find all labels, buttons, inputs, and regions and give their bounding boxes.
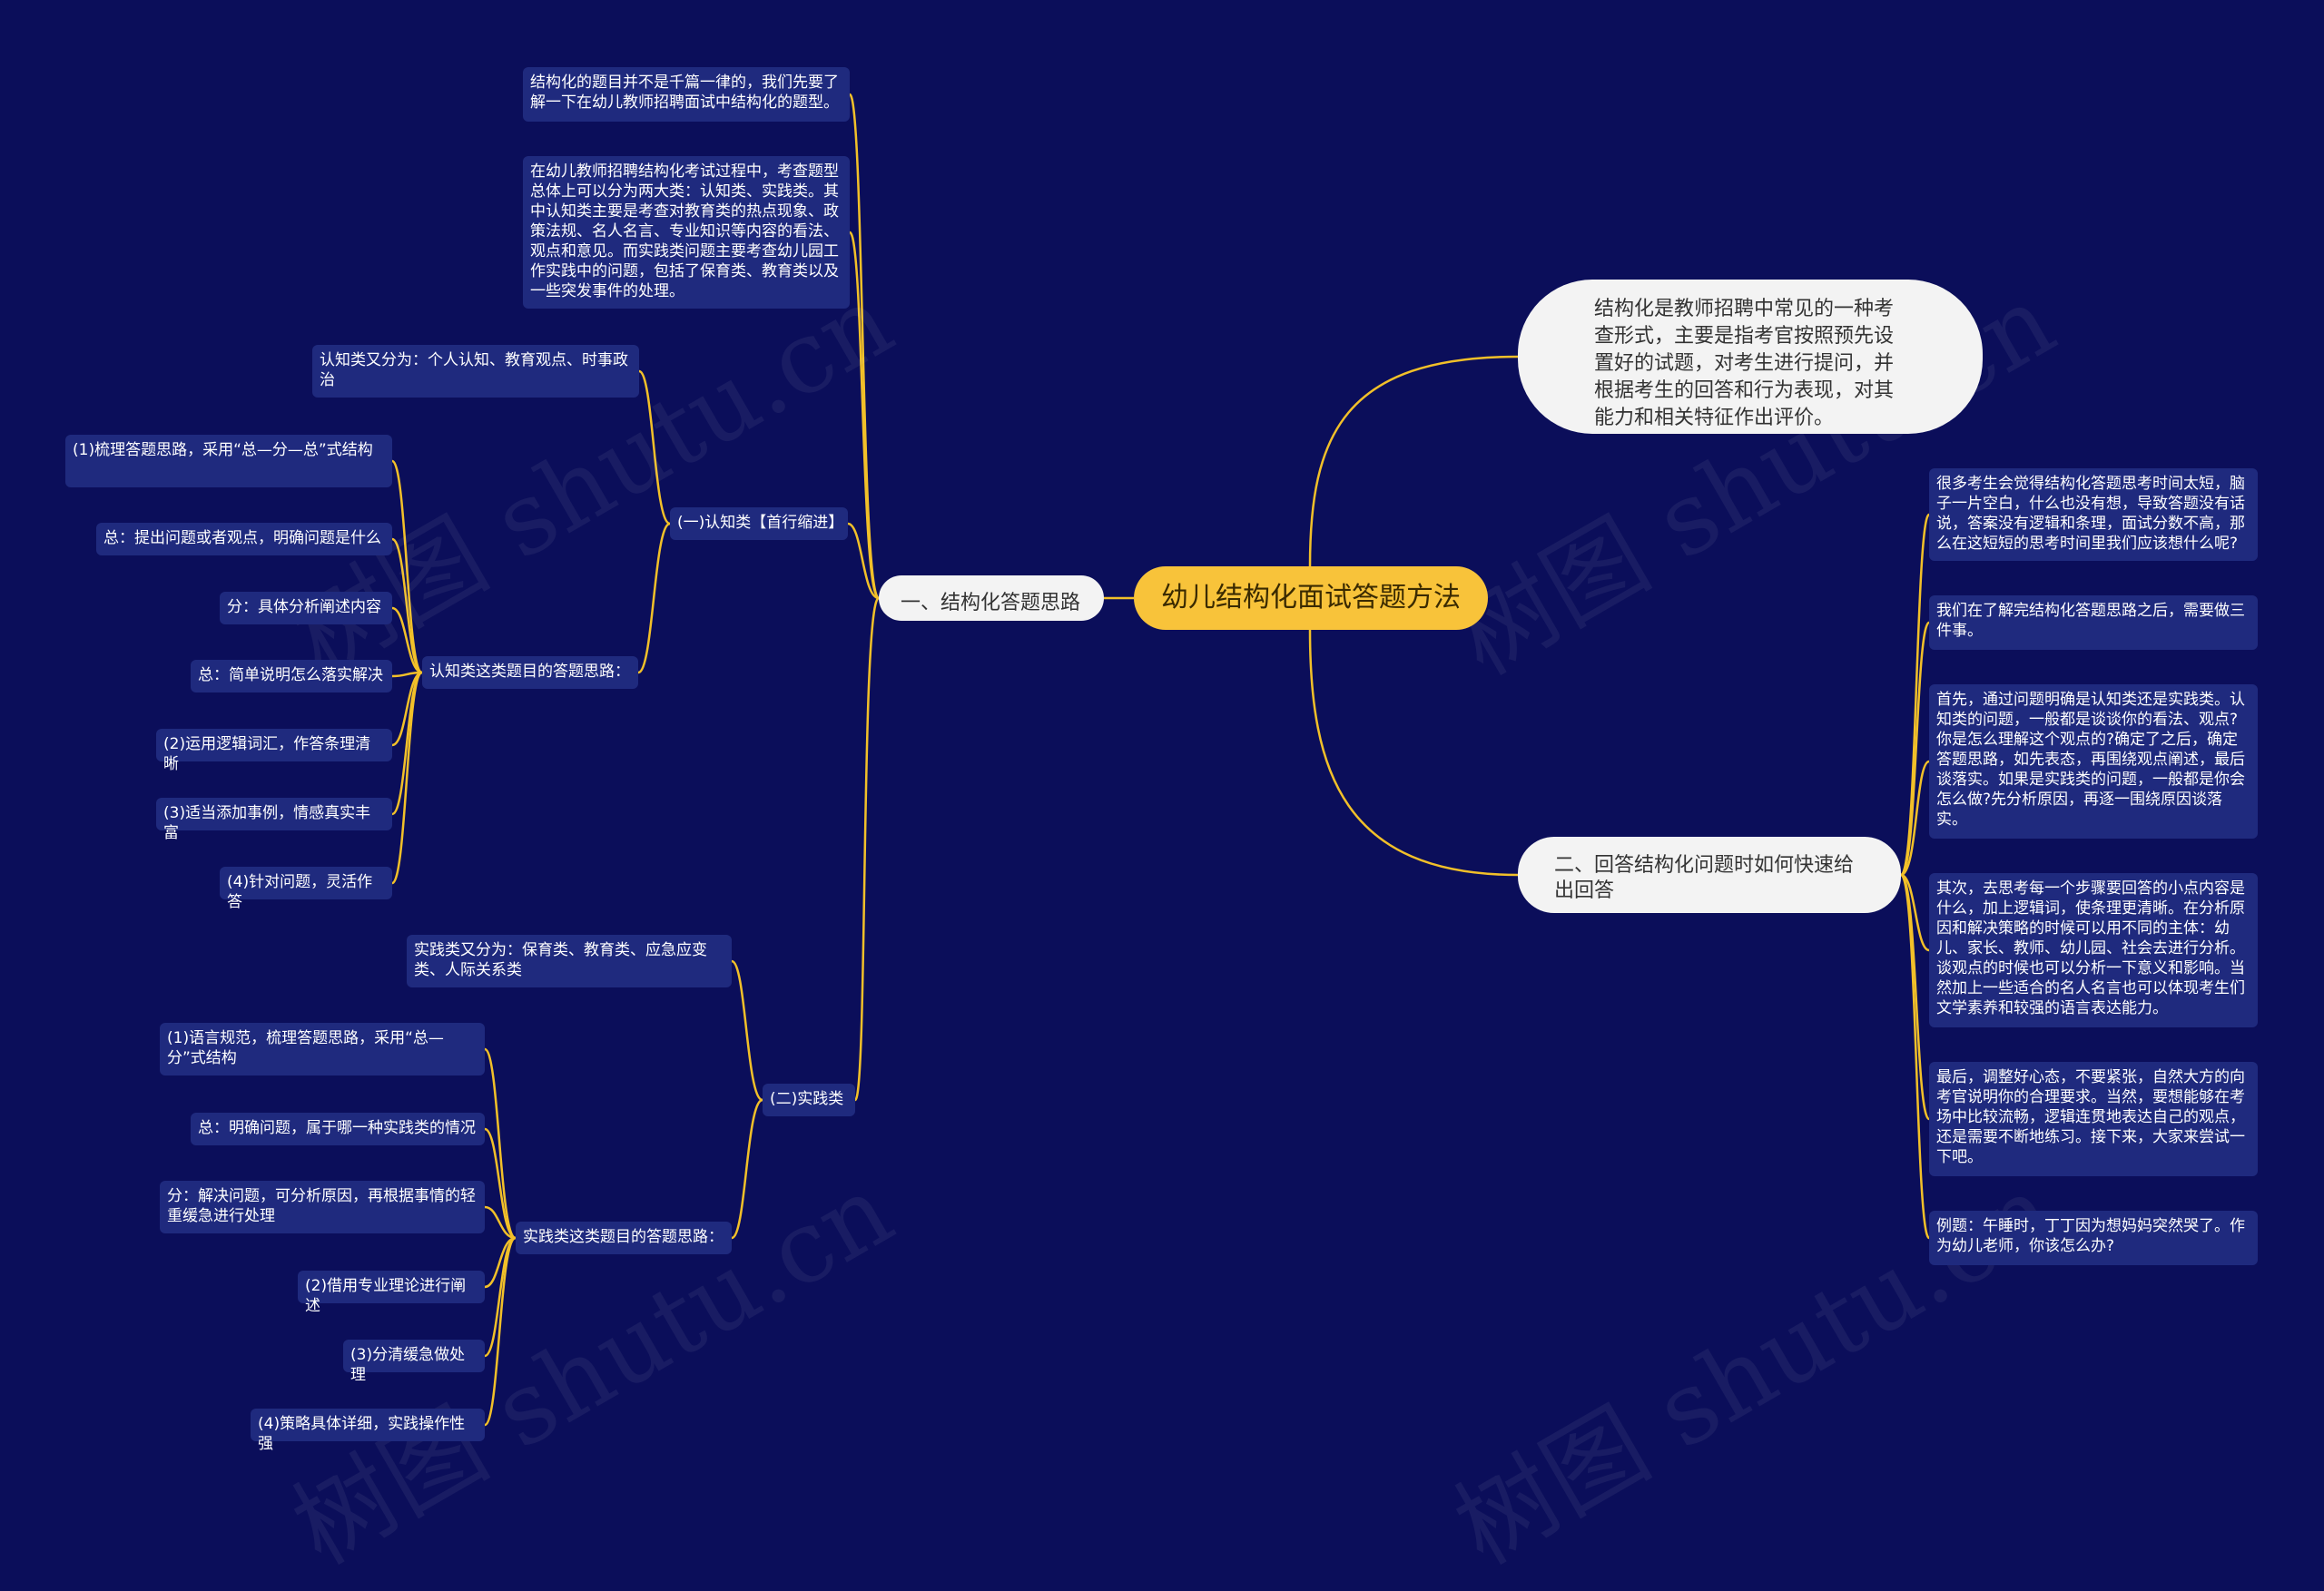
connector-line	[483, 1236, 517, 1427]
practice-step[interactable]: (4)策略具体详细，实践操作性强	[251, 1409, 485, 1453]
cognition-step[interactable]: 分：具体分析阐述内容	[220, 592, 392, 624]
right-item-5[interactable]: 最后，调整好心态，不要紧张，自然大方的向考官说明你的合理要求。当然，要想能够在考…	[1929, 1062, 2258, 1176]
connector-line	[484, 1236, 517, 1358]
connector-line	[484, 1205, 517, 1240]
practice-step[interactable]: (2)借用专业理论进行阐述	[298, 1271, 485, 1315]
cognition-step[interactable]: (1)梳理答题思路，采用“总—分—总”式结构	[65, 435, 392, 487]
connector-line	[847, 522, 880, 600]
cognition-step[interactable]: (4)针对问题，灵活作答	[220, 867, 392, 911]
right-item-3[interactable]: 首先，通过问题明确是认知类还是实践类。认知类的问题，一般都是谈谈你的看法、观点?…	[1929, 684, 2258, 839]
root-topic[interactable]: 幼儿结构化面试答题方法	[1134, 566, 1488, 630]
connector-line	[484, 1236, 517, 1289]
cognition-approach[interactable]: 认知类这类题目的答题思路：	[422, 656, 638, 689]
topic-description[interactable]: 结构化是教师招聘中常见的一种考查形式，主要是指考官按照预先设置好的试题，对考生进…	[1518, 280, 1983, 434]
connector-line	[390, 459, 424, 674]
practice-step[interactable]: (1)语言规范，梳理答题思路，采用“总—分”式结构	[160, 1023, 485, 1075]
practice-step[interactable]: 分：解决问题，可分析原因，再根据事情的轻重缓急进行处理	[160, 1181, 485, 1233]
left-intro-1[interactable]: 结构化的题目并不是千篇一律的，我们先要了解一下在幼儿教师招聘面试中结构化的题型。	[523, 67, 850, 122]
connector-line	[731, 959, 763, 1102]
connector-line	[1899, 621, 1931, 877]
branch-quick-answer[interactable]: 二、回答结构化问题时如何快速给出回答	[1518, 837, 1901, 913]
connector-line	[638, 369, 671, 525]
connector-line	[391, 537, 423, 674]
cognition-step[interactable]: (2)运用逻辑词汇，作答条理清晰	[156, 729, 392, 773]
cognition-step[interactable]: 总：简单说明怎么落实解决	[191, 660, 392, 692]
cognition-step[interactable]: 总：提出问题或者观点，明确问题是什么	[96, 523, 392, 555]
cognition-types[interactable]: 认知类又分为：个人认知、教育观点、时事政治	[312, 345, 639, 398]
practice-approach[interactable]: 实践类这类题目的答题思路：	[516, 1222, 732, 1254]
connector-line	[637, 522, 671, 674]
connector-line	[1900, 760, 1930, 877]
connector-line	[1308, 629, 1519, 877]
connector-line	[391, 606, 423, 674]
connector-line	[731, 1098, 763, 1240]
right-item-1[interactable]: 很多考生会觉得结构化答题思考时间太短，脑子一片空白，什么也没有想，导致答题没有话…	[1929, 468, 2258, 561]
cognition-category[interactable]: (一)认知类【首行缩进】	[670, 507, 848, 540]
connector-line	[390, 671, 424, 885]
practice-types[interactable]: 实践类又分为：保育类、教育类、应急应变类、人际关系类	[407, 935, 732, 987]
connector-lines	[390, 93, 1931, 1427]
connector-line	[1899, 873, 1931, 1240]
connector-line	[484, 1127, 517, 1240]
right-item-6[interactable]: 例题：午睡时，丁丁因为想妈妈突然哭了。作为幼儿老师，你该怎么办?	[1929, 1211, 2258, 1265]
connector-line	[483, 1047, 517, 1240]
practice-step[interactable]: (3)分清缓急做处理	[343, 1340, 485, 1384]
connector-line	[1900, 873, 1930, 952]
connector-line	[848, 93, 881, 600]
branch-answer-approach[interactable]: 一、结构化答题思路	[879, 575, 1104, 621]
connector-line	[1308, 355, 1519, 567]
practice-step[interactable]: 总：明确问题，属于哪一种实践类的情况	[191, 1113, 485, 1145]
right-item-4[interactable]: 其次，去思考每一个步骤要回答的小点内容是什么，加上逻辑词，使条理更清晰。在分析原…	[1929, 873, 2258, 1027]
left-intro-2[interactable]: 在幼儿教师招聘结构化考试过程中，考查题型总体上可以分为两大类：认知类、实践类。其…	[523, 156, 850, 309]
practice-category[interactable]: (二)实践类	[763, 1084, 855, 1116]
connector-line	[853, 596, 881, 1102]
connector-line	[848, 231, 881, 600]
cognition-step[interactable]: (3)适当添加事例，情感真实丰富	[156, 798, 392, 842]
right-item-2[interactable]: 我们在了解完结构化答题思路之后，需要做三件事。	[1929, 595, 2258, 650]
